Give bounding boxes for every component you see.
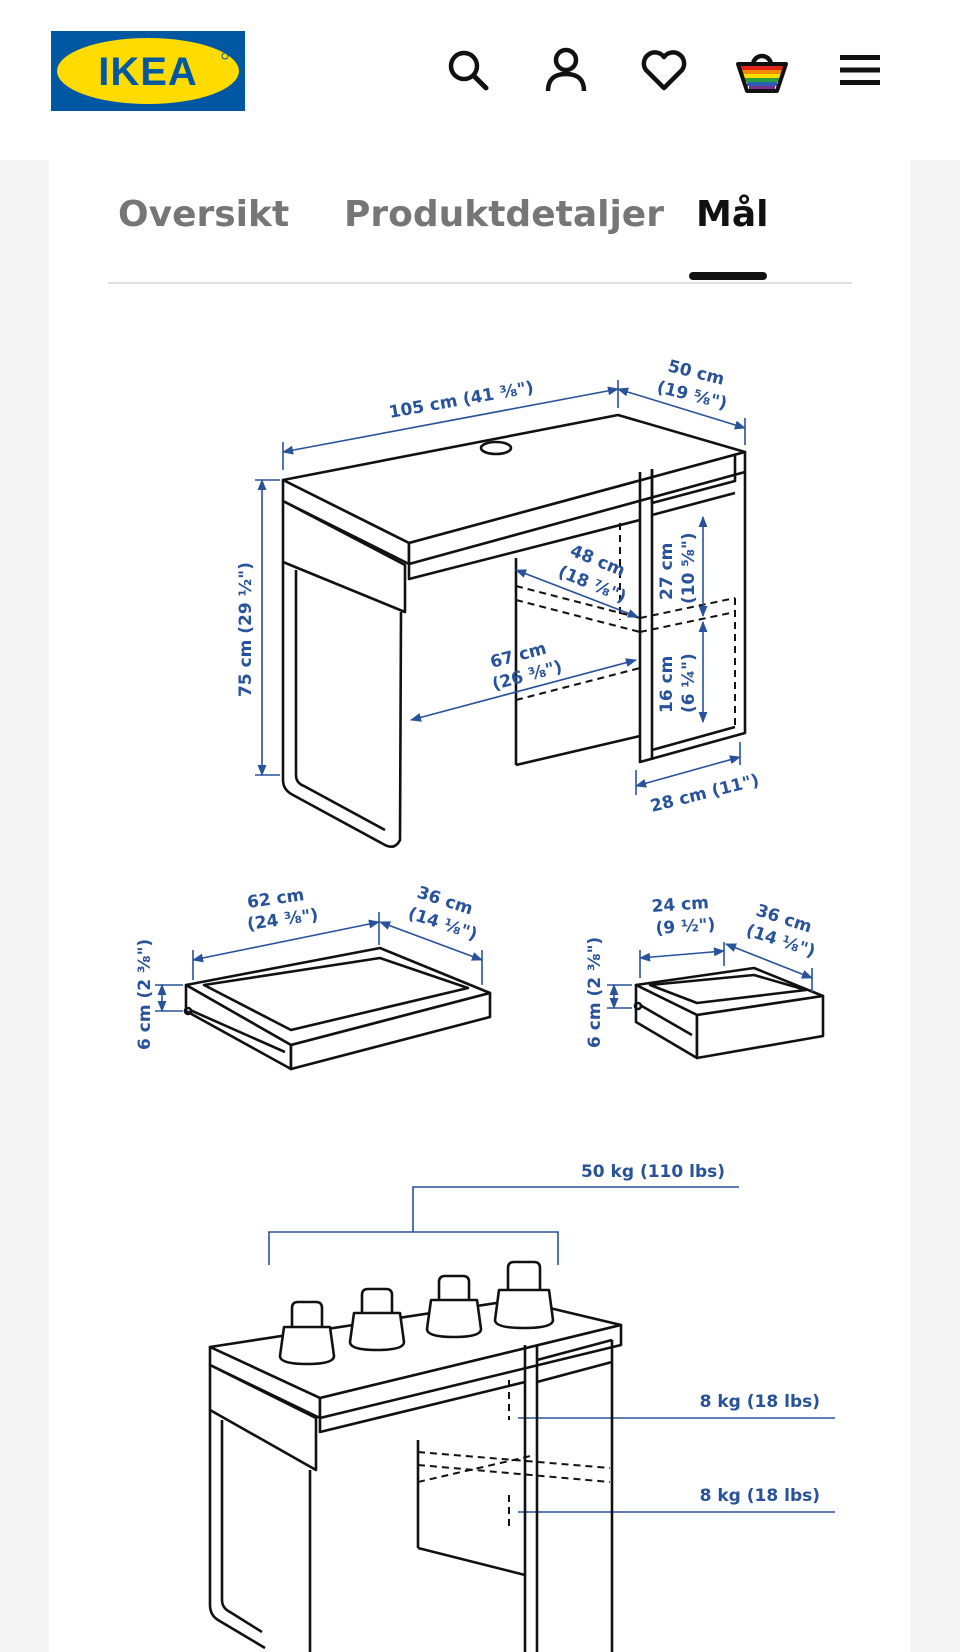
menu-icon[interactable] (834, 44, 886, 96)
tab-oversikt[interactable]: Oversikt (118, 194, 290, 235)
weight-icons (278, 1260, 555, 1366)
load-desk-drawing (208, 1298, 623, 1652)
lower-shelf-load-label: 8 kg (18 lbs) (700, 1486, 820, 1506)
basket-icon[interactable] (736, 44, 788, 96)
desk-dimension-drawing (281, 413, 747, 848)
shelf-upper-cm-label: 27 cm (657, 543, 677, 600)
shelf-upper-in-label: (10 ⅝") (679, 532, 699, 604)
desk-height-label: 75 cm (29 ½") (236, 562, 256, 697)
ikea-logo[interactable]: IKEA (51, 31, 245, 111)
weight-icon-4 (493, 1260, 555, 1330)
heart-icon[interactable] (638, 44, 690, 96)
site-header: IKEA (0, 0, 960, 160)
weight-icon-1 (278, 1300, 336, 1366)
tab-produktdetaljer[interactable]: Produktdetaljer (344, 194, 664, 235)
product-tabs: Oversikt Produktdetaljer Mål (108, 188, 852, 284)
search-icon[interactable] (442, 44, 494, 96)
small-drawer-height-label: 6 cm (2 ⅜") (585, 937, 605, 1048)
small-drawer-width-cm-label: 24 cm (651, 893, 710, 917)
logo-text: IKEA (98, 50, 198, 94)
shelf-lower-in-label: (6 ¼") (679, 653, 699, 713)
account-icon[interactable] (540, 44, 592, 96)
large-drawer-drawing (183, 946, 492, 1071)
large-drawer-height-label: 6 cm (2 ⅜") (135, 939, 155, 1050)
tab-maal[interactable]: Mål (696, 194, 769, 235)
weight-icon-2 (348, 1287, 406, 1352)
desk-hidden-shelves (515, 523, 736, 725)
top-load-label: 50 kg (110 lbs) (581, 1162, 725, 1182)
weight-icon-3 (425, 1274, 483, 1339)
desk-width-label: 105 cm (41 ⅜") (387, 378, 535, 423)
upper-shelf-load-label: 8 kg (18 lbs) (700, 1392, 820, 1412)
small-drawer-drawing (633, 966, 825, 1060)
shelf-lower-cm-label: 16 cm (657, 656, 677, 713)
active-tab-indicator (689, 272, 767, 280)
small-drawer-width-in-label: (9 ½") (655, 915, 716, 939)
